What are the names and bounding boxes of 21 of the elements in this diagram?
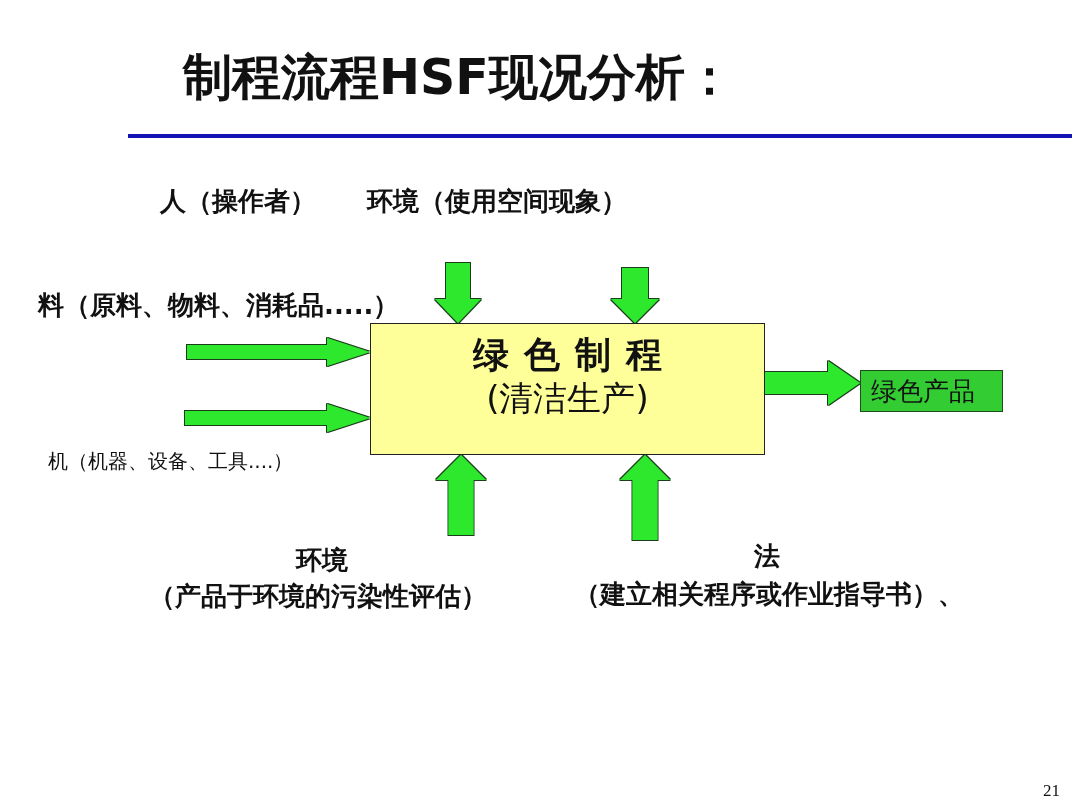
slide-title: 制程流程HSF现况分析：: [183, 50, 734, 107]
block-arrow: [435, 263, 481, 323]
page-number: 21: [1043, 781, 1060, 801]
box-heading: 绿色制程: [472, 333, 677, 377]
factor-label: 机（机器、设备、工具....）: [48, 450, 294, 473]
factor-label: 料（原料、物料、消耗品.....）: [38, 291, 400, 321]
block-arrow: [620, 455, 670, 540]
block-arrow: [436, 455, 486, 535]
product-box: 绿色产品: [860, 370, 1003, 412]
block-arrow: [187, 338, 370, 366]
box-subheading: (清洁生产): [486, 377, 649, 420]
factor-description: （产品于环境的污染性评估）: [149, 582, 487, 612]
factor-label: 环境（使用空间现象）: [367, 187, 627, 217]
factor-description: （建立相关程序或作业指导书）、: [574, 580, 964, 610]
factor-label: 人（操作者）: [160, 187, 316, 217]
block-arrow: [765, 361, 860, 405]
block-arrow: [185, 404, 370, 432]
process-box: [370, 323, 765, 455]
factor-label: 法: [754, 542, 780, 572]
factor-label: 环境: [296, 546, 348, 576]
block-arrow: [611, 268, 659, 323]
